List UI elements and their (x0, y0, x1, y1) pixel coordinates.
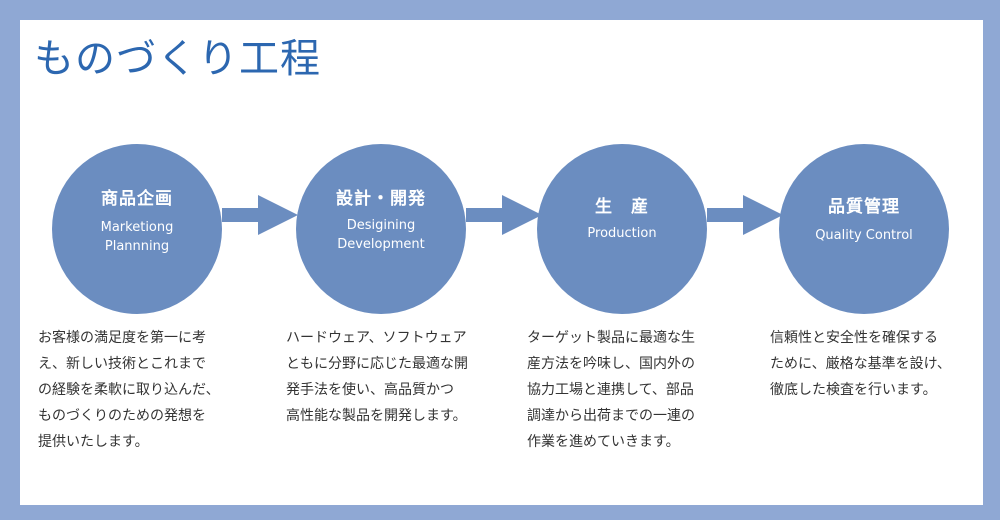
step-circle-design: 設計・開発 Desigining Development (296, 144, 466, 314)
description-line: 作業を進めていきます。 (527, 434, 680, 450)
arrow-right-icon (222, 195, 298, 235)
step-description-production: ターゲット製品に最適な生 産方法を吟味し、国内外の 協力工場と連携して、部品 調… (527, 325, 722, 455)
arrow-right-icon (707, 195, 783, 235)
description-line: お客様の満足度を第一に考 (38, 330, 206, 346)
description-line: ために、厳格な基準を設け、 (770, 356, 951, 372)
description-line: 徹底した検査を行います。 (770, 382, 937, 398)
step-subtitle: Desigining (346, 218, 416, 233)
step-circle-production: 生 産 Production (537, 144, 707, 314)
description-line: 信頼性と安全性を確保する (770, 330, 938, 346)
step-description-planning: お客様の満足度を第一に考 え、新しい技術とこれまで の経験を柔軟に取り込んだ、 … (38, 325, 233, 455)
step-subtitle: Production (587, 226, 657, 241)
description-line: 提供いたします。 (38, 434, 149, 450)
description-line: 調達から出荷までの一連の (527, 408, 695, 424)
page-title: ものづくり工程 (34, 36, 321, 82)
description-line: ものづくりのための発想を (38, 408, 206, 424)
step-description-quality: 信頼性と安全性を確保する ために、厳格な基準を設け、 徹底した検査を行います。 (770, 325, 965, 403)
step-subtitle: Plannning (104, 239, 170, 254)
description-line: ターゲット製品に最適な生 (527, 330, 695, 346)
step-circle-quality: 品質管理 Quality Control (779, 144, 949, 314)
step-subtitle: Development (337, 237, 425, 252)
step-description-design: ハードウェア、ソフトウェア ともに分野に応じた最適な開 発手法を使い、高品質かつ… (286, 325, 481, 429)
step-title: 生 産 (595, 197, 649, 217)
description-line: 高性能な製品を開発します。 (286, 408, 467, 424)
description-line: 産方法を吟味し、国内外の (527, 356, 695, 372)
step-subtitle: Quality Control (815, 228, 913, 243)
step-subtitle: Marketiong (100, 220, 174, 235)
description-line: ともに分野に応じた最適な開 (286, 356, 468, 372)
step-title: 品質管理 (828, 197, 900, 217)
step-title: 設計・開発 (336, 189, 426, 209)
description-line: え、新しい技術とこれまで (38, 356, 206, 372)
step-circle-planning: 商品企画 Marketiong Plannning (52, 144, 222, 314)
description-line: 協力工場と連携して、部品 (527, 382, 694, 398)
arrow-right-icon (466, 195, 542, 235)
title-tab: ものづくり工程 (20, 20, 360, 88)
step-title: 商品企画 (101, 189, 173, 209)
description-line: の経験を柔軟に取り込んだ、 (38, 382, 220, 398)
title-tab-shape (20, 20, 360, 88)
description-line: ハードウェア、ソフトウェア (286, 330, 467, 346)
description-line: 発手法を使い、高品質かつ (286, 382, 454, 398)
